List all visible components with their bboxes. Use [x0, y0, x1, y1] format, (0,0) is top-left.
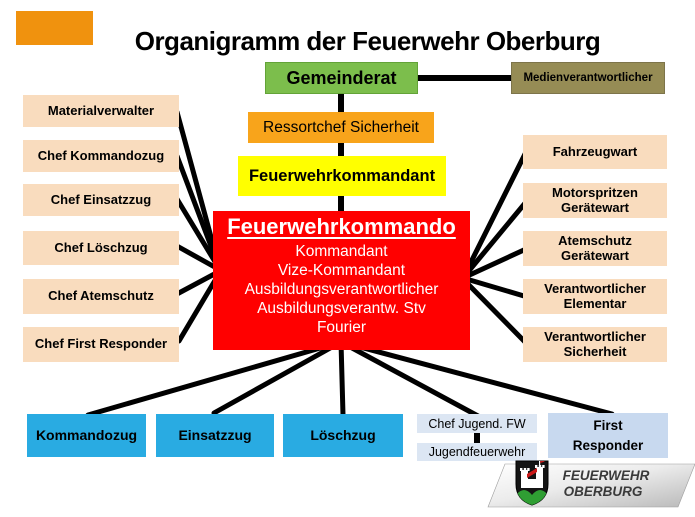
box-fahrzeugwart: Fahrzeugwart	[523, 135, 667, 169]
box-chef-kommandozug: Chef Kommandozug	[23, 140, 179, 172]
ressortchef-sicherheit-box: Ressortchef Sicherheit	[248, 112, 434, 143]
box-motorspritzen-geraetewart: Motorspritzen Gerätewart	[523, 183, 667, 218]
role-kommandant: Kommandant	[295, 243, 388, 260]
orange-accent-block	[16, 11, 93, 45]
role-vize-kommandant: Vize-Kommandant	[277, 262, 406, 279]
logo-line2: OBERBURG	[564, 484, 643, 499]
hierarchy-connectors	[338, 75, 513, 445]
box-verantwortlicher-elementar: Verantwortlicher Elementar	[523, 279, 667, 314]
feuerwehrkommando-box: Feuerwehrkommando Kommandant Vize-Komman…	[213, 211, 470, 350]
medienverantwortlicher-box: Medienverantwortlicher	[511, 62, 665, 94]
box-chef-first-responder: Chef First Responder	[23, 327, 179, 362]
box-first-responder: First Responder	[548, 413, 668, 458]
role-fourier: Fourier	[316, 319, 367, 336]
gemeinderat-box: Gemeinderat	[265, 62, 418, 94]
box-chef-loeschzug: Chef Löschzug	[23, 231, 179, 265]
fan-connectors	[85, 109, 615, 419]
box-atemschutz-geraetewart: Atemschutz Gerätewart	[523, 231, 667, 266]
box-chef-einsatzzug: Chef Einsatzzug	[23, 184, 179, 216]
feuerwehrkommandant-box: Feuerwehrkommandant	[238, 156, 446, 196]
box-einsatzzug: Einsatzzug	[156, 414, 274, 457]
role-ausbildungsverantwortlicher: Ausbildungsverantwortlicher	[244, 281, 439, 298]
box-chef-jugend-fw: Chef Jugend. FW	[417, 414, 537, 433]
box-materialverwalter: Materialverwalter	[23, 95, 179, 127]
oberburg-coat-of-arms-icon	[515, 460, 549, 506]
box-jugendfeuerwehr: Jugendfeuerwehr	[417, 443, 537, 461]
box-kommandozug: Kommandozug	[27, 414, 146, 457]
box-chef-atemschutz: Chef Atemschutz	[23, 279, 179, 314]
role-ausbildungsverantw-stv: Ausbildungsverantw. Stv	[257, 300, 426, 317]
logo-line1: FEUERWEHR	[563, 468, 650, 483]
box-loeschzug: Löschzug	[283, 414, 403, 457]
feuerwehrkommando-title: Feuerwehrkommando	[227, 214, 456, 239]
page-title: Organigramm der Feuerwehr Oberburg	[134, 26, 601, 56]
feuerwehr-oberburg-logo: FEUERWEHR OBERBURG	[487, 460, 695, 508]
box-verantwortlicher-sicherheit: Verantwortlicher Sicherheit	[523, 327, 667, 362]
